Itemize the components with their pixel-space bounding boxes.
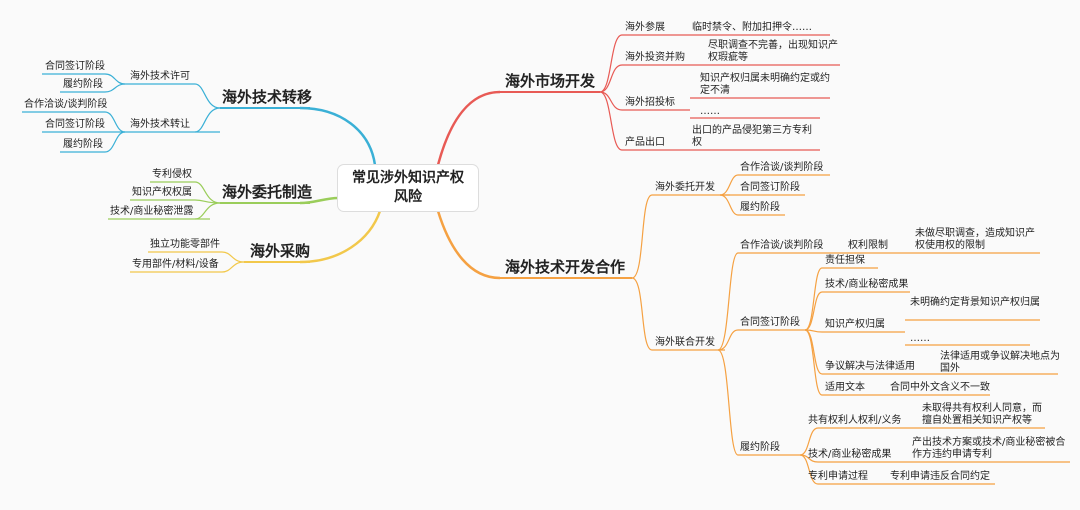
node-market-ma-detail[interactable]: 尽职调查不完善，出现知识产权瑕疵等 xyxy=(708,40,838,63)
node-license-signing[interactable]: 合同签订阶段 xyxy=(45,61,105,72)
node-market-bidding-detail[interactable]: 知识产权归属未明确约定或约定不清 xyxy=(700,73,830,96)
topic-tech-transfer[interactable]: 海外技术转移 xyxy=(222,88,313,106)
topic-purchase[interactable]: 海外采购 xyxy=(250,242,311,260)
node-purchase-materials[interactable]: 专用部件/材料/设备 xyxy=(132,259,219,270)
branch-tech-transfer xyxy=(299,106,377,166)
node-commission-signing[interactable]: 合同签订阶段 xyxy=(740,182,800,193)
branch-market xyxy=(436,90,501,166)
central-topic-line2: 风险 xyxy=(394,189,422,205)
node-joint-restriction[interactable]: 权利限制 xyxy=(848,240,888,251)
branch-purchase xyxy=(299,210,382,264)
node-signing-ownership-more[interactable]: …… xyxy=(910,333,930,344)
topic-rnd[interactable]: 海外技术开发合作 xyxy=(505,258,626,276)
node-signing-liability[interactable]: 责任担保 xyxy=(825,255,865,266)
node-license-performance[interactable]: 履约阶段 xyxy=(63,79,103,90)
node-tech-license[interactable]: 海外技术许可 xyxy=(130,71,190,82)
node-signing-text-detail[interactable]: 合同中外文含义不一致 xyxy=(890,382,990,393)
node-signing-ownership-detail[interactable]: 未明确约定背景知识产权归属 xyxy=(910,297,1040,308)
topic-market[interactable]: 海外市场开发 xyxy=(505,72,596,90)
branch-rnd xyxy=(436,210,501,280)
node-transfer-signing[interactable]: 合同签订阶段 xyxy=(45,119,105,130)
node-market-bidding-more[interactable]: …… xyxy=(700,106,720,117)
node-performance-coowner-detail[interactable]: 未取得共有权利人同意，而擅自处置相关知识产权等 xyxy=(922,403,1042,426)
node-tech-transfer[interactable]: 海外技术转让 xyxy=(130,119,190,130)
node-oem-ownership[interactable]: 知识产权权属 xyxy=(132,187,192,198)
node-market-exhibition-detail[interactable]: 临时禁令、附加扣押令…… xyxy=(692,22,812,33)
node-performance-secret-detail[interactable]: 产出技术方案或技术/商业秘密被合作方违约申请专利 xyxy=(912,437,1066,460)
node-market-export[interactable]: 产品出口 xyxy=(625,137,665,148)
central-topic[interactable]: 常见涉外知识产权 风险 xyxy=(338,165,478,211)
node-oem-secret[interactable]: 技术/商业秘密泄露 xyxy=(110,206,194,217)
node-performance-patent[interactable]: 专利申请过程 xyxy=(808,471,868,482)
node-commission-performance[interactable]: 履约阶段 xyxy=(740,202,780,213)
node-signing-dispute[interactable]: 争议解决与法律适用 xyxy=(825,361,915,372)
node-joint-performance[interactable]: 履约阶段 xyxy=(740,442,780,453)
node-rnd-commission[interactable]: 海外委托开发 xyxy=(655,182,715,193)
node-performance-coowner[interactable]: 共有权利人权利/义务 xyxy=(808,415,902,426)
node-market-exhibition[interactable]: 海外参展 xyxy=(625,22,665,33)
node-oem-patent[interactable]: 专利侵权 xyxy=(152,169,192,180)
node-signing-ownership[interactable]: 知识产权归属 xyxy=(825,319,885,330)
node-joint-negotiation[interactable]: 合作洽谈/谈判阶段 xyxy=(740,240,824,251)
node-transfer-performance[interactable]: 履约阶段 xyxy=(63,139,103,150)
topic-oem[interactable]: 海外委托制造 xyxy=(222,183,313,201)
node-joint-restriction-detail[interactable]: 未做尽职调查，造成知识产权使用权的限制 xyxy=(915,228,1035,251)
node-performance-patent-detail[interactable]: 专利申请违反合同约定 xyxy=(890,471,990,482)
node-market-bidding[interactable]: 海外招投标 xyxy=(625,97,675,108)
central-topic-line1: 常见涉外知识产权 xyxy=(352,170,464,186)
node-purchase-parts[interactable]: 独立功能零部件 xyxy=(150,239,220,250)
node-transfer-negotiation[interactable]: 合作洽谈/谈判阶段 xyxy=(24,99,108,110)
node-signing-secret[interactable]: 技术/商业秘密成果 xyxy=(825,279,909,290)
node-signing-dispute-detail[interactable]: 法律适用或争议解决地点为国外 xyxy=(940,351,1060,374)
node-market-export-detail[interactable]: 出口的产品侵犯第三方专利权 xyxy=(692,125,812,148)
node-joint-signing[interactable]: 合同签订阶段 xyxy=(740,317,800,328)
node-signing-text[interactable]: 适用文本 xyxy=(825,382,865,393)
node-market-ma[interactable]: 海外投资并购 xyxy=(625,52,685,63)
node-commission-negotiation[interactable]: 合作洽谈/谈判阶段 xyxy=(740,162,824,173)
node-performance-secret[interactable]: 技术/商业秘密成果 xyxy=(808,449,892,460)
node-rnd-joint[interactable]: 海外联合开发 xyxy=(655,337,715,348)
